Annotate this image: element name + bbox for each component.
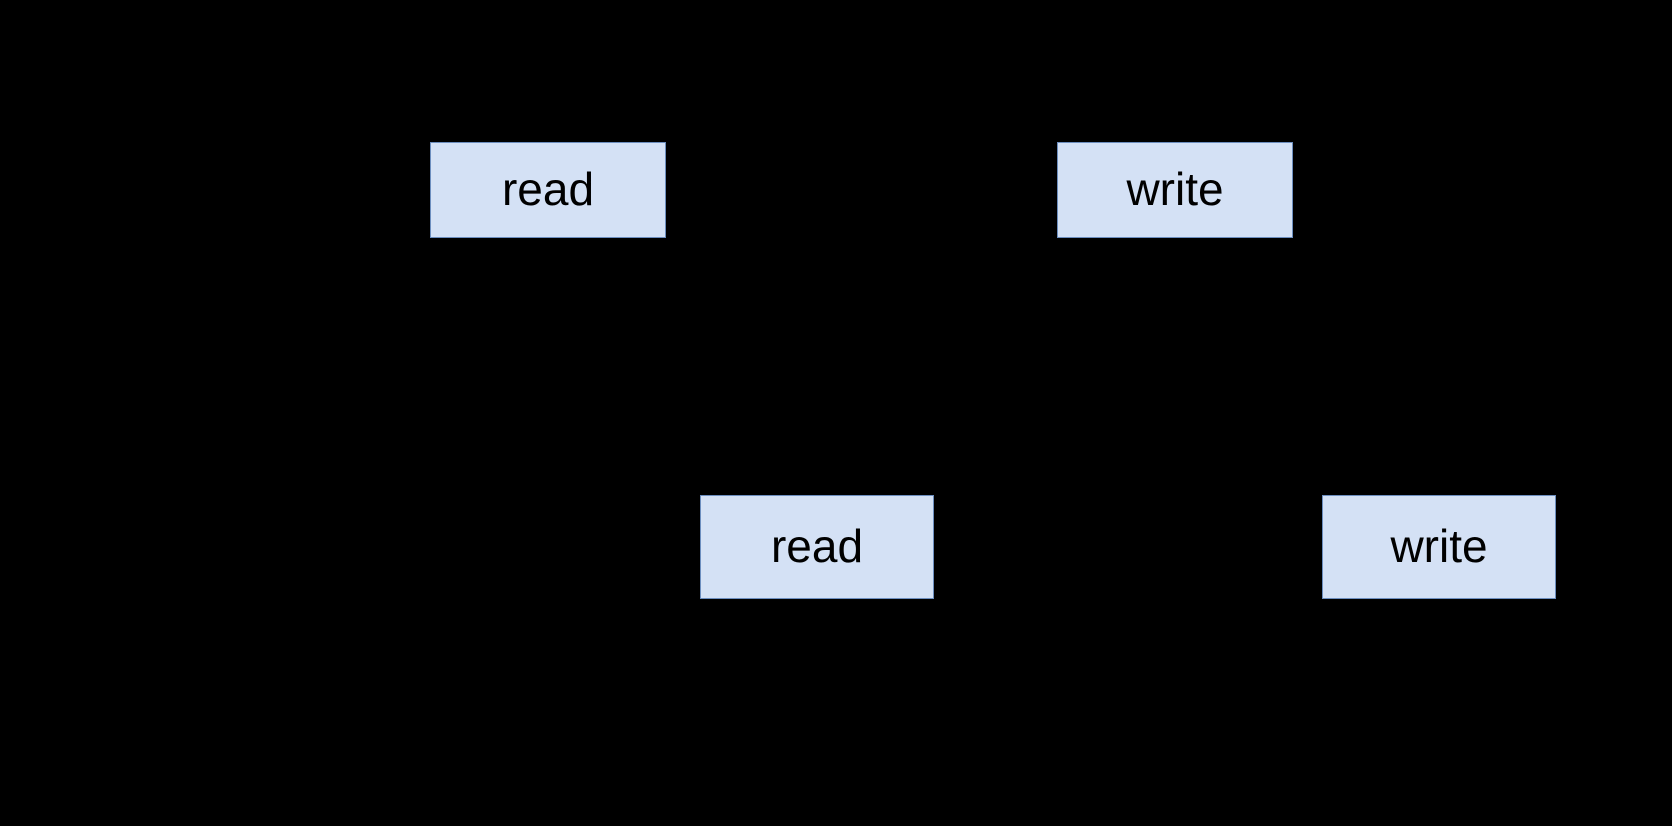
node-write-1[interactable]: write: [1057, 142, 1293, 238]
node-write-1-label: write: [1126, 163, 1224, 215]
node-read-2[interactable]: read: [700, 495, 934, 599]
node-write-2-label: write: [1390, 520, 1488, 572]
node-write-2[interactable]: write: [1322, 495, 1556, 599]
node-read-1-label: read: [501, 163, 595, 215]
node-read-1[interactable]: read: [430, 142, 666, 238]
node-read-2-label: read: [770, 520, 864, 572]
